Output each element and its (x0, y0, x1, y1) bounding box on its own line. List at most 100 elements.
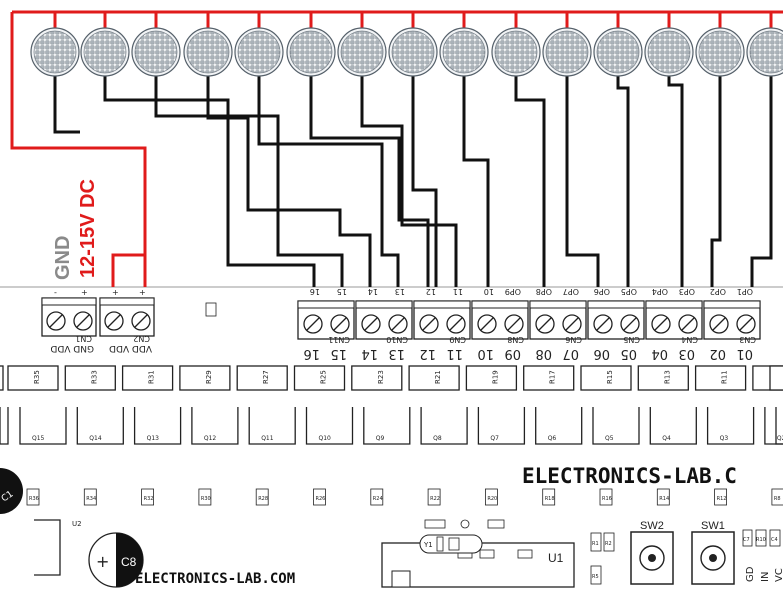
connector-name: CN9 (449, 335, 466, 344)
output-number: 15 (330, 346, 347, 361)
resistor-label: R21 (434, 370, 442, 384)
terminal-pin-label: OP7 (563, 287, 579, 296)
connector-name: CN8 (507, 335, 524, 344)
switch-sw2[interactable] (630, 531, 674, 585)
small-resistor: R30 (198, 488, 212, 506)
small-resistor-label: R18 (545, 496, 555, 502)
resistor: R17 (523, 365, 575, 391)
resistor: R29 (179, 365, 231, 391)
resistor: R35 (7, 365, 59, 391)
transistor-label: Q2 (777, 435, 783, 442)
transistor-label: Q4 (662, 435, 671, 442)
transistor-label: Q15 (32, 435, 45, 442)
led-module (644, 27, 694, 77)
resistor-label: R11 (721, 370, 729, 384)
small-part (205, 302, 217, 317)
resistor-label: R27 (262, 370, 270, 384)
output-number: 05 (620, 346, 637, 361)
small-resistor: R32 (141, 488, 155, 506)
sw2-label: SW2 (640, 520, 664, 532)
gnd-label: GND (52, 236, 74, 280)
small-resistor-label: R36 (29, 496, 39, 502)
r5-label: R5 (592, 574, 599, 580)
resistor: R11 (694, 365, 747, 391)
terminal-pin-label: 10 (484, 287, 494, 296)
connector-name: CN1 (75, 334, 92, 343)
small-resistor: R20 (484, 488, 498, 506)
crystal-y1 (419, 534, 483, 554)
terminal-pin-label: + (112, 288, 119, 297)
small-resistor: R34 (83, 488, 97, 506)
led-return-wire (411, 74, 438, 287)
resistor: R27 (236, 365, 288, 391)
connector-name: CN3 (739, 335, 756, 344)
terminal-pin-label: OP3 (679, 287, 695, 296)
led-return-wire (206, 74, 372, 287)
transistor-label: Q11 (261, 435, 274, 442)
resistor: R21 (408, 365, 460, 391)
led-module (746, 27, 783, 77)
transistor: Q14 (76, 407, 124, 445)
resistor-label: R33 (90, 370, 98, 384)
led-module (542, 27, 592, 77)
r10-label: R10 (756, 537, 766, 543)
output-number: 11 (446, 346, 463, 361)
transistor: Q10 (305, 407, 354, 445)
output-number: 10 (477, 346, 494, 361)
transistor: Q15 (19, 407, 67, 445)
transistor-label: Q3 (720, 435, 729, 442)
output-number: 03 (678, 346, 695, 361)
output-number: 01 (736, 346, 753, 361)
led-module (30, 27, 80, 77)
small-resistor: R14 (656, 488, 670, 506)
u1-label: U1 (548, 551, 564, 565)
led-module (131, 27, 181, 77)
small-resistor: R18 (542, 488, 556, 506)
connector-name: CN11 (328, 335, 350, 344)
connector-name: CN5 (623, 335, 640, 344)
output-number: 07 (562, 346, 579, 361)
output-number: 12 (419, 346, 436, 361)
led-module (183, 27, 233, 77)
led-module (695, 27, 745, 77)
output-number: 02 (709, 346, 726, 361)
pin-label-in: IN (760, 572, 771, 582)
c4-label: C4 (771, 537, 778, 543)
transistor: Q3 (706, 407, 755, 445)
small-resistor-label: R24 (373, 496, 383, 502)
regulator-u2 (34, 519, 61, 576)
resistor-label: R13 (663, 370, 671, 384)
led-module (80, 27, 130, 77)
transistor: Q7 (477, 407, 526, 445)
transistor: Q5 (592, 407, 640, 445)
resistor-label: R19 (491, 370, 499, 384)
resistor: R31 (121, 365, 174, 391)
transistor-label: Q9 (376, 435, 385, 442)
led-module (286, 27, 336, 77)
resistor-label: R35 (33, 370, 41, 384)
led-return-wire (710, 74, 722, 287)
small-resistor: R12 (714, 488, 727, 506)
small-resistor-label: R26 (316, 496, 326, 502)
led-return-wire (565, 74, 600, 287)
resistor-partial (769, 365, 783, 391)
small-resistor-label: R20 (487, 496, 497, 502)
small-resistor: R22 (427, 488, 441, 506)
resistor-label: R17 (549, 370, 557, 384)
small-resistor: R16 (599, 488, 613, 506)
transistor-partial (775, 407, 783, 445)
small-resistor-label: R32 (144, 496, 154, 502)
wire-layer (10, 10, 783, 287)
terminal-pin-label: OP9 (505, 287, 521, 296)
